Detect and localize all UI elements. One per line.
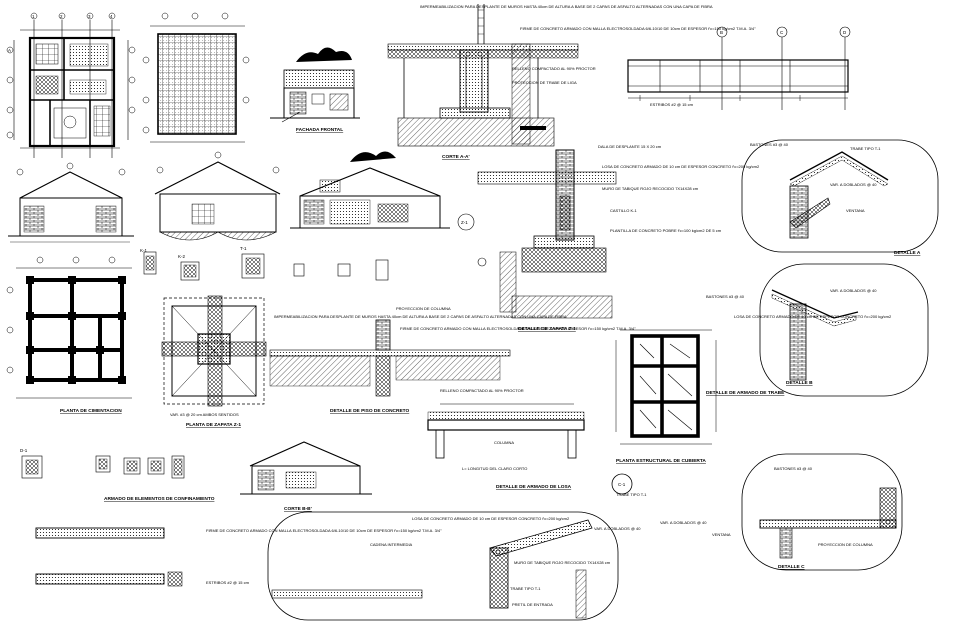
detail-c-bastones: BASTONES #3 @ 40: [774, 466, 813, 471]
detail-b: BASTONES #3 @ 40 VAR. A DOBLADOS @ 40 LO…: [706, 263, 929, 397]
foundation-plan: PLANTA DE CIMENTACION: [6, 251, 389, 414]
detail-c-title: DETALLE C: [778, 564, 805, 570]
detail-b-losa: LOSA DE CONCRETO ARMADO DE 10 cm DE ESPE…: [734, 314, 892, 319]
floor-note-proyeccion: PROYECCION DE COLUMNA: [396, 306, 451, 311]
lintel-longitud: L= LONGITUD DEL CLARO CORTO: [462, 466, 527, 471]
note-plantilla: PLANTILLA DE CONCRETO POBRE f'c=100 kg/c…: [610, 228, 722, 233]
note-losa: LOSA DE CONCRETO ARMADO DE 10 cm DE ESPE…: [602, 164, 760, 169]
note-estribos: ESTRIBOS #2 @ 15 cm: [650, 102, 694, 107]
lintel-columna: COLUMNA: [494, 440, 514, 445]
note-impermeabilizacion: IMPERMEABILIZACION PARA DESPLANTE DE MUR…: [420, 4, 713, 9]
overhang-losa: LOSA DE CONCRETO ARMADO DE 10 cm DE ESPE…: [412, 516, 570, 521]
detail-b-doblez: VAR. A DOBLADOS @ 40: [830, 288, 877, 293]
detail-c-proyeccion: PROYECCION DE COLUMNA: [818, 542, 873, 547]
floor-note-firme: FIRME DE CONCRETO ARMADO CON MALLA ELECT…: [400, 326, 636, 331]
element-k2: K-2: [178, 254, 186, 259]
note-castillo: CASTILLO K-1: [610, 208, 637, 213]
note-proteccion: PROTECCION DE TRABE DE LIGA: [512, 80, 577, 85]
column-footing-detail: Z-1 DALA DE DESPLANTE 15 X 20 cm LOSA DE…: [457, 144, 760, 332]
front-facade: FACHADA FRONTAL: [270, 47, 360, 133]
lintel-detail: COLUMNA L= LONGITUD DEL CLARO CORTO DETA…: [427, 403, 585, 490]
axis-b: B: [720, 30, 723, 35]
axis-a: A: [8, 48, 11, 53]
footing-plan: VAR. #3 @ 20 cm AMBOS SENTIDOS PLANTA DE…: [161, 295, 267, 428]
detail-a-ventana: VENTANA: [846, 208, 865, 213]
element-d1: D-1: [20, 448, 28, 453]
roof-overhang-detail: LOSA DE CONCRETO ARMADO DE 10 cm DE ESPE…: [267, 511, 641, 621]
bottom-note-estribos: ESTRIBOS #2 @ 15 cm: [206, 580, 250, 585]
callout-c1: C-1: [618, 482, 626, 487]
wall-footing-section: IMPERMEABILIZACION PARA DESPLANTE DE MUR…: [387, 4, 756, 160]
footing-plan-varilla: VAR. #3 @ 20 cm AMBOS SENTIDOS: [170, 412, 239, 417]
detail-c: C-1 TRABE TIPO T-1 VAR. A DOBLADOS @ 40 …: [611, 453, 903, 571]
building-section-1: [8, 162, 134, 243]
roof-plan: [142, 12, 250, 143]
building-section-4: CORTE B-B': [240, 441, 372, 512]
note-muro: MURO DE TABIQUE ROJO RECOCIDO 7X14X28 cm: [602, 186, 699, 191]
lintel-title: DETALLE DE ARMADO DE LOSA: [496, 484, 572, 490]
detail-a-trabe: TRABE TIPO T-1: [850, 146, 881, 151]
overhang-doblez: VAR. A DOBLADOS @ 40: [594, 526, 641, 531]
axis-c: C: [780, 30, 784, 35]
detail-a-bastones: BASTONES #3 @ 40: [750, 142, 789, 147]
axis-3: 3: [88, 14, 91, 19]
axis-d: D: [843, 30, 847, 35]
structural-plan-title: DETALLE DE ARMADO DE TRABE: [706, 390, 785, 396]
floor-plan: [6, 12, 136, 158]
axis-1: 1: [32, 14, 35, 19]
structural-plan-sub: PLANTA ESTRUCTURAL DE CUBIERTA: [616, 458, 706, 464]
axis-4: 4: [110, 14, 113, 19]
detail-a-title: DETALLE A: [894, 250, 921, 256]
footing-plan-title: PLANTA DE ZAPATA Z-1: [186, 422, 241, 428]
building-section-3: [290, 151, 450, 229]
detail-c-doblez: VAR. A DOBLADOS @ 40: [660, 520, 707, 525]
floor-note-impermeabilizacion: IMPERMEABILIZACION PARA DESPLANTE DE MUR…: [274, 314, 567, 319]
facade-title: FACHADA FRONTAL: [296, 127, 343, 133]
detail-b-title: DETALLE B: [786, 380, 813, 386]
detail-a: BASTONES #3 @ 40 TRABE TIPO T-1 VAR. A D…: [741, 139, 939, 256]
overhang-muro: MURO DE TABIQUE ROJO RECOCIDO 7X14X28 cm: [514, 560, 611, 565]
floor-note-relleno: RELLENO COMPACTADO AL 90% PROCTOR: [440, 388, 524, 393]
element-k1: K-1: [140, 248, 148, 253]
foundation-plan-title: PLANTA DE CIMENTACION: [60, 408, 122, 414]
building-section-2: [154, 151, 281, 241]
section-4-title: CORTE B-B': [284, 506, 312, 512]
beam-elevation: B C D ESTRIBOS #2 @ 15 cm: [627, 26, 851, 110]
note-relleno: RELLENO COMPACTADO AL 90% PROCTOR: [512, 66, 596, 71]
element-t1: T-1: [240, 246, 247, 251]
confinement-title: ARMADO DE ELEMENTOS DE CONFINAMIENTO: [104, 496, 215, 502]
overhang-cadena: CADENA INTERMEDIA: [370, 542, 413, 547]
overhang-trabe: TRABE TIPO T-1: [510, 586, 541, 591]
bottom-note-firme: FIRME DE CONCRETO ARMADO CON MALLA ELECT…: [206, 528, 442, 533]
axis-labels: 1 2 3 4 A K-1 K-2 D-1 T-1: [8, 14, 247, 453]
floor-slab-section: IMPERMEABILIZACION PARA DESPLANTE DE MUR…: [269, 306, 636, 414]
axis-2: 2: [60, 14, 63, 19]
floor-slab-title: DETALLE DE PISO DE CONCRETO: [330, 408, 410, 414]
note-dala: DALA DE DESPLANTE 15 X 20 cm: [598, 144, 662, 149]
overhang-pretil: PRETIL DE ENTRADA: [512, 602, 553, 607]
detail-c-ventana: VENTANA: [712, 532, 731, 537]
note-firme: FIRME DE CONCRETO ARMADO CON MALLA ELECT…: [520, 26, 756, 31]
detail-b-bastones: BASTONES #3 @ 40: [706, 294, 745, 299]
detail-c-trabe: TRABE TIPO T-1: [616, 492, 647, 497]
wall-footing-title: CORTE A-A': [442, 154, 470, 160]
structural-plan: DETALLE DE ARMADO DE TRABE PLANTA ESTRUC…: [615, 329, 785, 464]
confinement-elements: ARMADO DE ELEMENTOS DE CONFINAMIENTO FIR…: [21, 455, 442, 587]
detail-a-doblez: VAR. A DOBLADOS @ 40: [830, 182, 877, 187]
detail-callout-z1: Z-1: [461, 220, 468, 225]
footing-detail-title: DETALLE DE ZAPATA Z-1: [518, 326, 576, 332]
